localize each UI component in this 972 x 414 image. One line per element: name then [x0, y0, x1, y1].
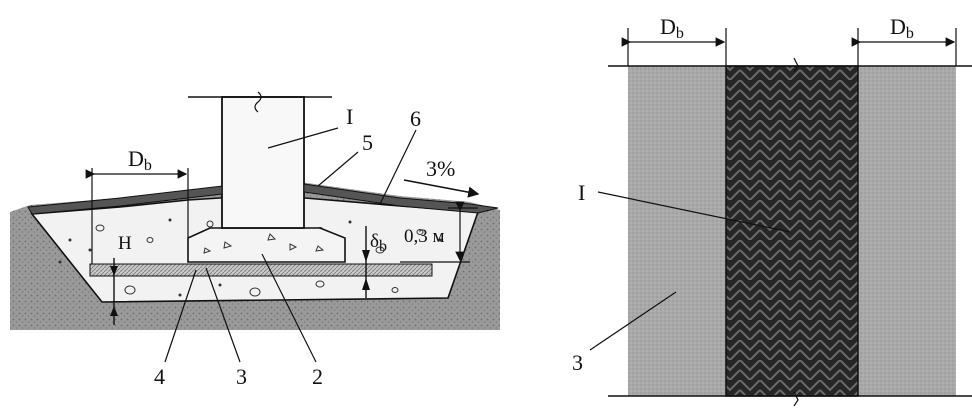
backfill-aggregate — [95, 220, 424, 297]
blind-area-right — [303, 183, 499, 214]
blind-area-left — [27, 185, 223, 215]
delta-arrow-top — [362, 250, 370, 262]
label-I-left: I — [346, 104, 353, 129]
label-depth: 0,3 м — [404, 226, 445, 247]
label-5: 5 — [362, 130, 373, 155]
label-3-right: 3 — [572, 350, 583, 375]
label-delta: δb — [370, 231, 387, 255]
leader-3 — [205, 267, 241, 363]
label-I-right: I — [578, 180, 585, 205]
column — [221, 96, 305, 229]
column-break-mark — [254, 91, 262, 113]
leader-6 — [379, 129, 417, 205]
left-figure: Db H δb 0,3 м 3% I 5 6 2 3 4 — [10, 91, 500, 389]
leader-I — [267, 127, 339, 149]
footing — [187, 227, 346, 263]
h-dim-arrow-bottom — [110, 306, 118, 316]
right-figure: Db Db I 3 — [572, 14, 972, 407]
drainage-layer — [89, 263, 433, 277]
label-6: 6 — [410, 106, 421, 131]
label-db-left: Db — [128, 146, 152, 174]
label-4: 4 — [154, 364, 165, 389]
label-3-left: 3 — [236, 364, 247, 389]
grey-zone-right — [858, 66, 956, 396]
leader-4 — [164, 269, 197, 363]
slope-arrow — [403, 179, 480, 198]
leader-3-right — [589, 291, 677, 351]
break-mark-top — [793, 57, 799, 73]
grey-zone-left — [628, 66, 726, 396]
leader-2 — [261, 253, 317, 363]
label-2: 2 — [312, 364, 323, 389]
leader-I-right — [597, 191, 791, 233]
break-mark-bottom — [793, 391, 799, 407]
h-dim-arrow-top — [110, 266, 118, 276]
label-h: H — [118, 233, 132, 254]
label-slope: 3% — [426, 156, 455, 181]
wall-core — [725, 65, 859, 397]
footing-aggregate — [203, 233, 325, 254]
label-db-right-left: Db — [660, 14, 684, 42]
label-db-right-right: Db — [890, 14, 914, 42]
delta-arrow-bottom — [362, 278, 370, 290]
leader-5 — [317, 151, 359, 187]
